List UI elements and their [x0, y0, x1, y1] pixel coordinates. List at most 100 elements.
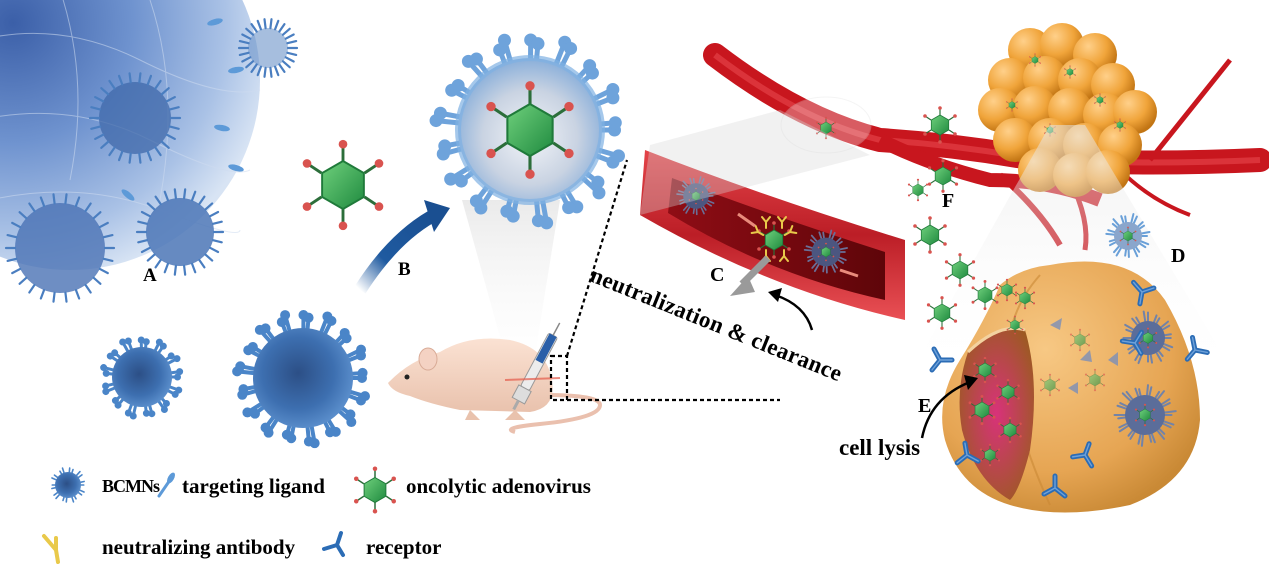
spike: [1115, 246, 1123, 257]
spike: [98, 267, 109, 275]
spike: [278, 63, 286, 73]
spike: [1162, 420, 1175, 426]
spike: [281, 60, 291, 69]
spike: [1117, 416, 1128, 420]
spike-knob: [129, 412, 137, 420]
spike-knob: [608, 116, 622, 130]
spike-knob: [100, 364, 108, 372]
spike-knob: [303, 312, 314, 323]
spike: [284, 33, 295, 40]
spike-knob: [260, 323, 271, 334]
spike: [163, 262, 170, 274]
spike-knob: [167, 352, 175, 360]
spike: [168, 106, 180, 111]
legend-label-oncolytic-adenovirus: oncolytic adenovirus: [406, 474, 591, 498]
spike: [98, 221, 109, 229]
spike: [269, 66, 273, 78]
spike: [805, 245, 814, 250]
adenovirus-cluster-f: [907, 105, 959, 255]
spike: [146, 253, 156, 262]
spike: [269, 18, 273, 30]
spike-knob: [444, 172, 458, 186]
curved-arrow-c-head: [768, 288, 782, 302]
neutralizing-antibody-icon: [42, 534, 60, 564]
spike: [146, 74, 153, 86]
zoom-guide-lines: [549, 159, 780, 402]
spike: [238, 51, 250, 57]
spike-knob: [111, 397, 119, 405]
spike: [1137, 432, 1142, 445]
spike: [250, 63, 258, 73]
spike-knob: [497, 33, 511, 47]
panel-label-b: B: [398, 259, 411, 280]
spike: [1128, 347, 1137, 355]
spike: [1155, 317, 1161, 326]
spike: [834, 237, 842, 244]
panel-label-d: D: [1171, 245, 1185, 267]
spike: [84, 202, 92, 213]
spike: [140, 246, 151, 254]
spike: [74, 196, 81, 208]
spike: [1136, 221, 1144, 229]
spike-knob: [438, 139, 452, 153]
spike: [245, 27, 255, 36]
spike: [1127, 345, 1136, 351]
panel-label-a: A: [143, 265, 157, 286]
annotation-cell-lysis: cell lysis: [839, 435, 921, 460]
spike: [1149, 352, 1154, 364]
mouse: [388, 322, 603, 434]
spike: [836, 258, 845, 264]
spike: [818, 231, 823, 241]
spike: [160, 87, 170, 96]
spike: [204, 253, 214, 262]
spike-knob: [433, 106, 447, 120]
spike: [1161, 422, 1172, 429]
spike: [1161, 342, 1174, 349]
spike: [1125, 390, 1135, 402]
spike: [810, 234, 819, 243]
spike: [685, 205, 691, 214]
spike: [837, 256, 847, 261]
spike: [698, 176, 702, 186]
spike: [137, 239, 149, 244]
spike: [1139, 230, 1151, 235]
spike: [828, 229, 833, 240]
bcmn-icon: [51, 467, 85, 503]
spike: [190, 262, 197, 274]
spike: [154, 79, 162, 90]
spike: [702, 205, 707, 211]
spike: [822, 231, 825, 240]
spike: [1121, 392, 1133, 403]
spike: [703, 183, 710, 189]
spike: [108, 146, 116, 157]
spike: [39, 288, 46, 300]
spike: [1124, 215, 1128, 225]
spike-knob: [102, 388, 110, 396]
spike: [28, 202, 36, 213]
spike: [1129, 430, 1137, 440]
spike: [102, 233, 114, 239]
spike: [64, 193, 68, 205]
spike: [100, 140, 110, 149]
spike: [706, 191, 716, 195]
spike: [1116, 404, 1128, 410]
spike: [52, 193, 56, 205]
spike: [263, 18, 267, 30]
spike: [1137, 242, 1147, 249]
spike: [1125, 328, 1135, 334]
spike: [1135, 316, 1141, 326]
spike: [238, 39, 250, 45]
spike: [1150, 431, 1156, 444]
spike: [198, 258, 206, 269]
spike: [6, 257, 18, 263]
spike-knob: [260, 422, 271, 433]
bcmn-small: [100, 336, 184, 420]
spike: [154, 146, 162, 157]
spike: [1111, 222, 1119, 229]
spike-knob: [176, 368, 184, 376]
spike: [28, 283, 36, 294]
spike: [1132, 215, 1138, 226]
spike: [108, 79, 116, 90]
spike: [676, 193, 685, 196]
spike: [1159, 398, 1171, 406]
